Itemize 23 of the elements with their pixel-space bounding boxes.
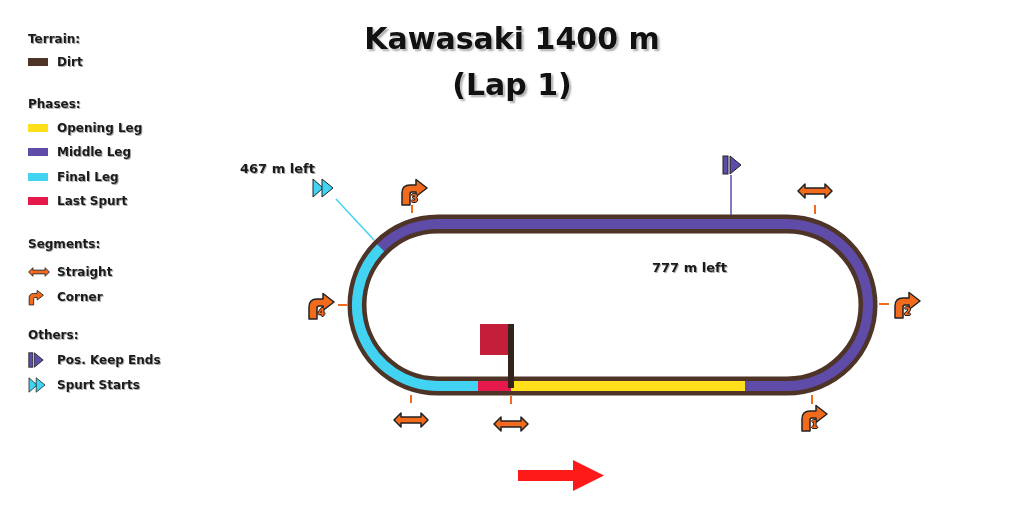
legend-label: Last Spurt bbox=[57, 193, 128, 209]
leader-line bbox=[335, 198, 375, 241]
legend-label: Opening Leg bbox=[57, 120, 143, 136]
legend-label: Dirt bbox=[57, 54, 83, 70]
distance-label: 777 m left bbox=[652, 259, 727, 276]
legend-heading: Others: bbox=[28, 327, 79, 343]
corner-number: 2 bbox=[904, 305, 911, 318]
legend-label: Middle Leg bbox=[57, 144, 132, 160]
legend-label: Spurt Starts bbox=[57, 377, 140, 393]
legend-label: Final Leg bbox=[57, 169, 119, 185]
legend-heading: Segments: bbox=[28, 236, 101, 252]
corner-number: 1 bbox=[811, 418, 818, 431]
title: Kawasaki 1400 m (Lap 1) bbox=[363, 20, 661, 104]
legend-heading: Terrain: bbox=[28, 31, 81, 47]
corner-number: 4 bbox=[318, 306, 325, 319]
corner-number: 3 bbox=[411, 192, 418, 205]
legend-label: Corner bbox=[57, 289, 103, 305]
legend-label: Pos. Keep Ends bbox=[57, 352, 161, 368]
position-keep-icon bbox=[722, 155, 742, 175]
legend-heading: Phases: bbox=[28, 96, 81, 112]
legend-label: Straight bbox=[57, 264, 113, 280]
leader-line bbox=[730, 174, 732, 216]
marker-label: 467 m left bbox=[240, 160, 315, 177]
